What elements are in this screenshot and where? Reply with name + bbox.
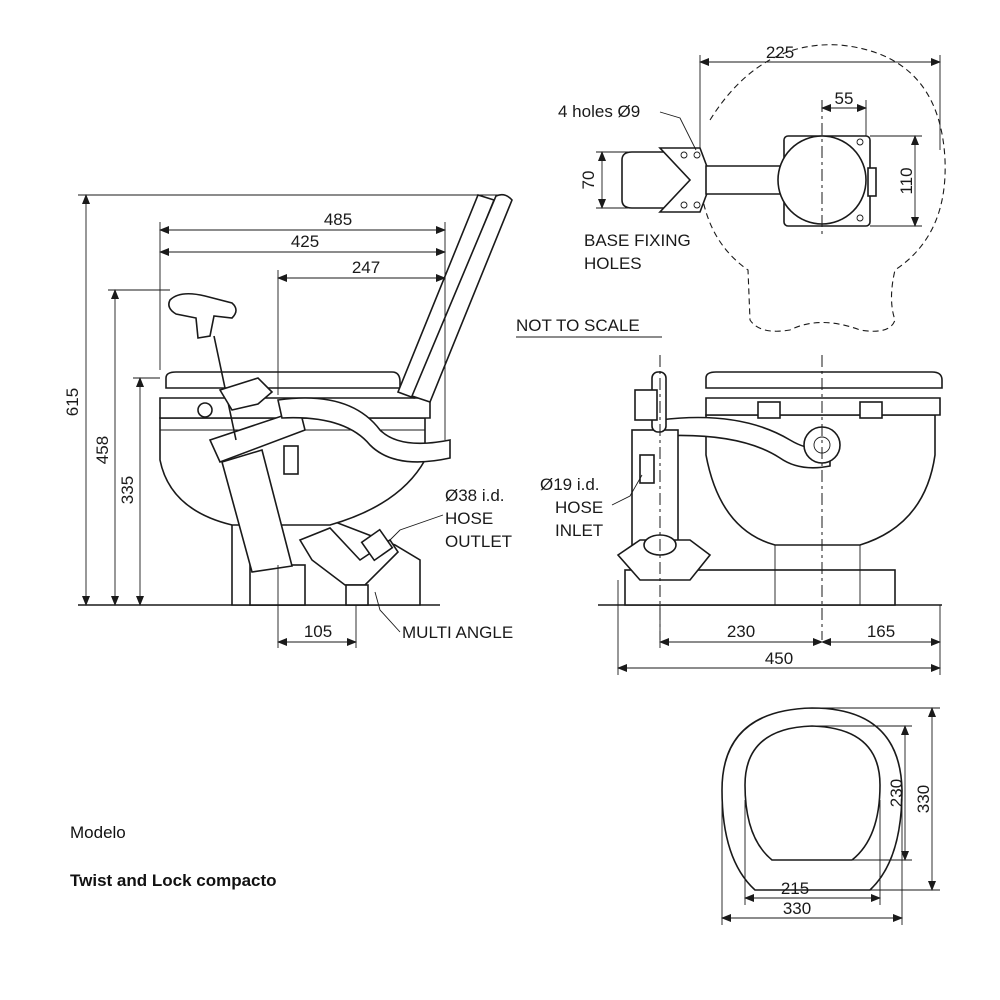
dim-outer-width: 330 [783,899,811,918]
label-multi-angle: MULTI ANGLE [402,623,513,642]
label-outlet-size: Ø38 i.d. [445,486,505,505]
seat-view: 230 330 215 330 [721,707,940,925]
label-holes: 4 holes Ø9 [558,102,640,121]
label-inlet-size: Ø19 i.d. [540,475,600,494]
dim-pump-to-rim: 247 [352,258,380,277]
dim-overall-width: 450 [765,649,793,668]
model-label: Modelo [70,823,126,842]
label-base-fixing: BASE FIXING [584,231,691,250]
dim-overall-height: 615 [63,388,82,416]
dim-overall-length: 485 [324,210,352,229]
label-inlet-hose: HOSE [555,498,603,517]
note-not-to-scale: NOT TO SCALE [516,316,640,335]
label-holes-caption: HOLES [584,254,642,273]
dim-seat-height: 458 [93,436,112,464]
dim-pump-base: 70 [579,171,598,190]
dim-outlet-offset: 105 [304,622,332,641]
dim-outer-height: 330 [914,785,933,813]
base-view: 225 55 70 110 4 holes Ø9 BASE FIXING HOL… [558,43,946,332]
label-outlet: OUTLET [445,532,512,551]
dim-pump-to-center: 230 [727,622,755,641]
dim-inner-height: 230 [887,779,906,807]
dim-base-width: 225 [766,43,794,62]
front-view: 230 165 450 Ø19 i.d. HOSE INLET [540,355,943,675]
label-inlet: INLET [555,521,603,540]
dim-center-to-edge: 165 [867,622,895,641]
dim-inner-width: 215 [781,879,809,898]
dim-bowl-base: 110 [897,167,916,194]
dim-rim-height: 335 [118,476,137,504]
dim-seat-length: 425 [291,232,319,251]
dim-bowl-offset: 55 [835,89,854,108]
side-view: 485 425 247 615 458 335 105 Ø38 i.d. HOS… [63,193,513,648]
label-outlet-hose: HOSE [445,509,493,528]
model-name: Twist and Lock compacto [70,871,277,890]
